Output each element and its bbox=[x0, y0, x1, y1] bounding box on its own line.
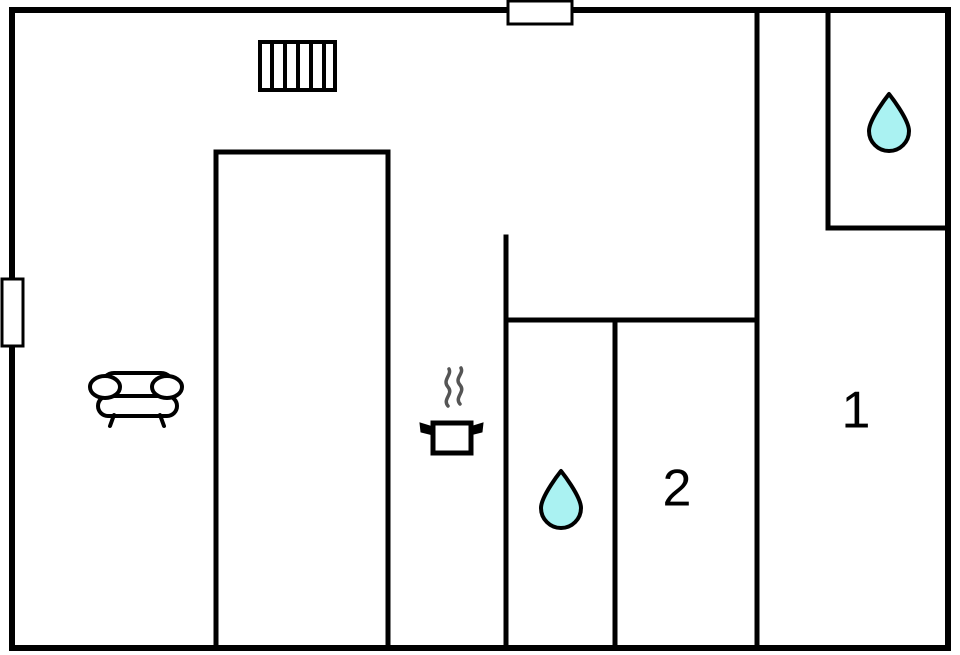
water-drop-icon-bathroom bbox=[539, 469, 583, 530]
openings bbox=[0, 0, 574, 348]
water-drop-icon-ensuite bbox=[867, 92, 911, 153]
room-label-2: 2 bbox=[663, 460, 692, 518]
room-label-1: 1 bbox=[842, 382, 871, 440]
window-top bbox=[506, 0, 574, 26]
radiator-icon bbox=[258, 40, 337, 92]
window-left bbox=[0, 277, 25, 348]
cooking-pot-icon bbox=[419, 366, 484, 456]
room-labels: 1 2 bbox=[663, 382, 871, 518]
interior-walls bbox=[213, 7, 951, 651]
outer-walls bbox=[9, 7, 951, 651]
sofa-icon bbox=[88, 371, 184, 428]
outer-wall-outline bbox=[9, 7, 951, 651]
